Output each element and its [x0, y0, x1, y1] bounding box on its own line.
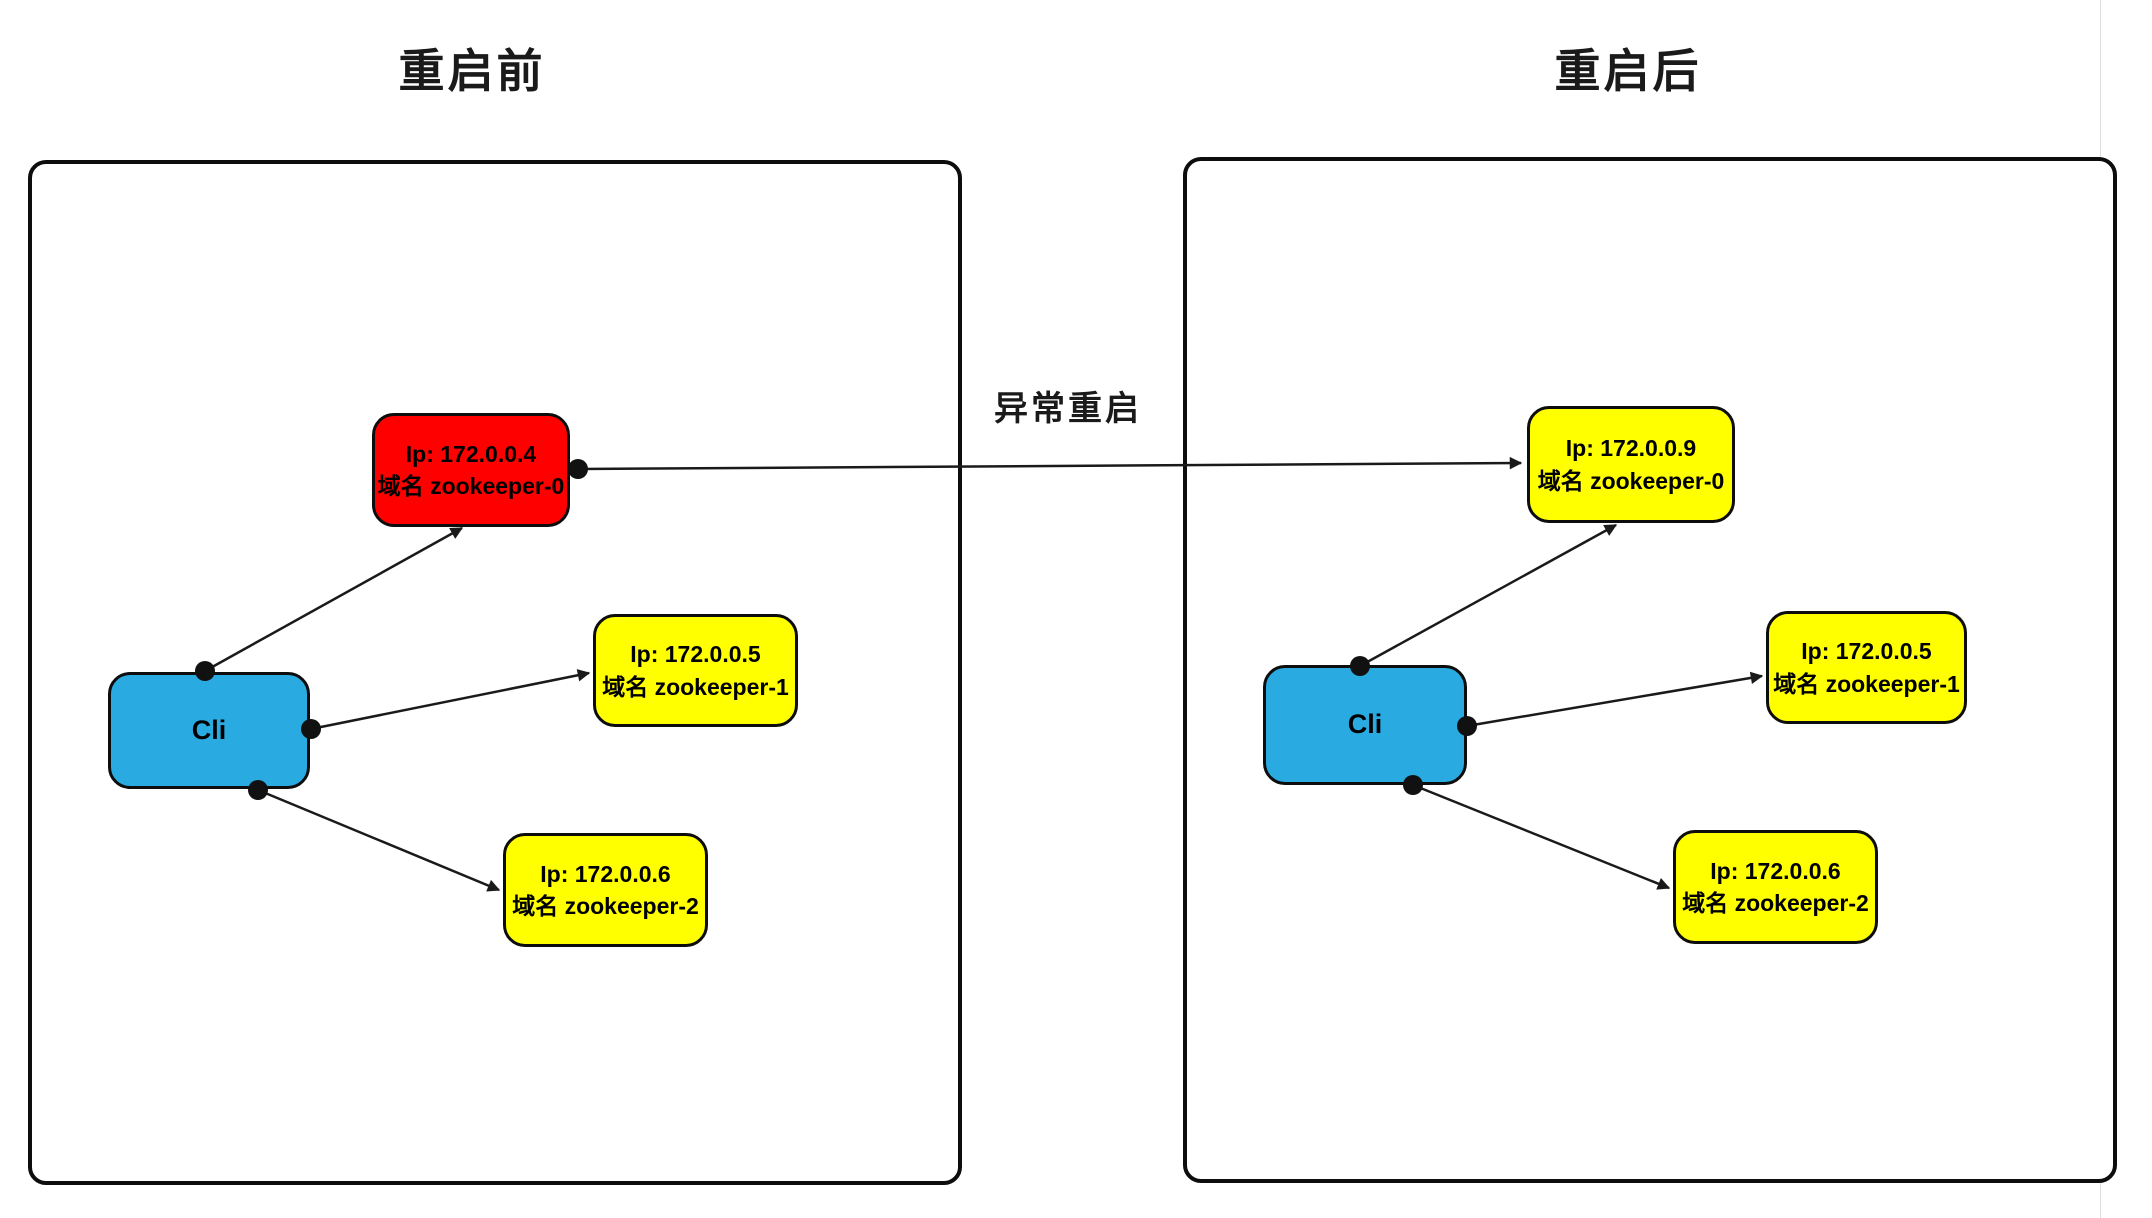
dot-after-cli-right [1457, 716, 1477, 736]
node-after-zookeeper-2: Ip: 172.0.0.6 域名 zookeeper-2 [1673, 830, 1878, 944]
arrow-abnormal-restart [577, 456, 1523, 471]
node-before-zookeeper-1-label-0: Ip: 172.0.0.5 [630, 641, 761, 668]
arrow-after-cli-to-zookeeper-2 [1412, 783, 1671, 890]
dot-after-cli-bottom [1403, 775, 1423, 795]
node-after-zookeeper-0-label-0: Ip: 172.0.0.9 [1565, 435, 1697, 462]
arrow-after-cli-to-zookeeper-1 [1466, 671, 1764, 728]
node-before-zookeeper-2-label-1: 域名 zookeeper-2 [512, 893, 699, 919]
arrow-before-cli-to-zookeeper-0 [204, 526, 464, 673]
title-before-restart: 重启前 [398, 45, 546, 97]
node-after-zookeeper-1: Ip: 172.0.0.5 域名 zookeeper-1 [1766, 611, 1967, 724]
node-after-zookeeper-2-label-1: 域名 zookeeper-2 [1682, 890, 1869, 916]
dot-before-cli-top [195, 661, 215, 681]
node-before-zookeeper-1-label-1: 域名 zookeeper-1 [602, 673, 789, 700]
node-before-zookeeper-0-label-0: Ip: 172.0.0.4 [405, 440, 537, 467]
node-after-zookeeper-1-label-1: 域名 zookeeper-1 [1773, 670, 1960, 697]
node-after-zookeeper-0-label-1: 域名 zookeeper-0 [1537, 467, 1725, 494]
node-after-cli-label-0: Cli [1347, 709, 1383, 740]
node-before-zookeeper-1: Ip: 172.0.0.5 域名 zookeeper-1 [593, 614, 798, 727]
dot-before-cli-right [301, 719, 321, 739]
dot-after-cli-top [1350, 656, 1370, 676]
dot-before-zookeeper-0-right [568, 459, 588, 479]
title-after-restart: 重启后 [1554, 45, 1702, 97]
arrow-before-cli-to-zookeeper-2 [257, 788, 501, 892]
dot-before-cli-bottom [248, 780, 268, 800]
arrow-after-cli-to-zookeeper-0 [1359, 523, 1618, 668]
node-after-zookeeper-1-label-0: Ip: 172.0.0.5 [1801, 638, 1932, 665]
node-before-zookeeper-2-label-0: Ip: 172.0.0.6 [540, 860, 671, 887]
edge-label-abnormal-restart: 异常重启 [994, 390, 1142, 428]
node-before-zookeeper-0: Ip: 172.0.0.4 域名 zookeeper-0 [372, 413, 570, 527]
node-after-zookeeper-0: Ip: 172.0.0.9 域名 zookeeper-0 [1527, 406, 1735, 523]
node-after-zookeeper-2-label-0: Ip: 172.0.0.6 [1710, 857, 1841, 884]
node-before-zookeeper-2: Ip: 172.0.0.6 域名 zookeeper-2 [503, 833, 708, 947]
node-before-cli-label-0: Cli [191, 714, 227, 745]
node-before-zookeeper-0-label-1: 域名 zookeeper-0 [377, 473, 565, 499]
arrow-before-cli-to-zookeeper-1 [310, 669, 591, 731]
